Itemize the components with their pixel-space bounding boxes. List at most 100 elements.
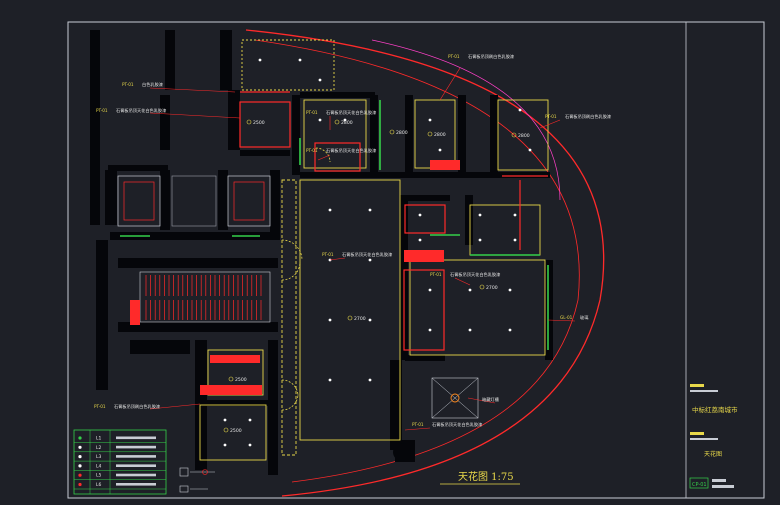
downlight: [248, 443, 252, 447]
downlight: [328, 318, 332, 322]
material-callout: PT-01 石膏板吊顶天花白色乳胶漆: [306, 147, 376, 154]
callout-text: 石膏板吊顶天花白色乳胶漆: [326, 109, 376, 116]
callout-text: 石膏板吊顶天花白色乳胶漆: [116, 107, 166, 114]
legend-symbol: [78, 436, 82, 440]
callout-leader: [404, 427, 431, 431]
downlight: [513, 238, 517, 242]
callout-tag: PT-01: [322, 252, 334, 257]
callout-leader: [149, 112, 241, 119]
legend-description-bar: [116, 464, 156, 467]
legend-code: L3: [96, 454, 102, 460]
legend-code: L5: [96, 473, 102, 479]
downlight: [328, 208, 332, 212]
legend-symbol: [78, 455, 82, 459]
callout-leaders: [149, 67, 576, 431]
callout-text: 石膏板吊顶天花白色乳胶漆: [326, 147, 376, 154]
legend-row: L2: [74, 445, 166, 453]
sheet-label: 天花图: [704, 450, 722, 458]
callout-tag: PT-01: [122, 82, 134, 87]
material-callout: 暗藏灯槽: [482, 396, 500, 403]
callout-leader: [454, 277, 471, 286]
drawing-title: 天花图 1:75: [458, 470, 514, 483]
callout-tag: PT-01: [448, 54, 460, 59]
downlight: [248, 418, 252, 422]
ceiling-height-marker: 2800: [389, 129, 408, 136]
downlight: [223, 418, 227, 422]
downlight: [318, 78, 322, 82]
downlight: [518, 108, 522, 112]
downlight: [318, 118, 322, 122]
downlight: [368, 208, 372, 212]
callout-text: 石膏板吊顶刷白色乳胶漆: [565, 113, 611, 120]
ceiling-height-marker: 2800: [427, 131, 446, 138]
downlight: [528, 148, 532, 152]
red-accent-lines: [239, 91, 548, 351]
ceiling-height-value: 2800: [518, 133, 530, 139]
hatched-strips: [130, 160, 460, 395]
callout-leader: [439, 67, 461, 101]
ceiling-height-value: 2500: [230, 428, 242, 434]
callout-leader: [467, 397, 496, 404]
ceiling-height-marker: 2500: [246, 119, 265, 126]
callout-tag: PT-01: [94, 404, 106, 409]
downlight: [418, 213, 422, 217]
legend-description-bar: [116, 455, 156, 458]
stair-treads: [145, 275, 262, 320]
legend-row: L1: [74, 436, 166, 443]
downlight: [368, 378, 372, 382]
callout-text: 石膏板吊顶天花白色乳胶漆: [432, 421, 482, 428]
stairwell: [139, 271, 271, 323]
curved-facade-outer: [245, 29, 605, 497]
legend-code: L1: [96, 436, 102, 442]
sheet-number: CP-01: [692, 482, 707, 488]
legend-row: L3: [74, 454, 166, 462]
legend-symbol: [78, 482, 82, 487]
column: [393, 443, 411, 461]
downlight: [328, 378, 332, 382]
green-partitions: [120, 100, 549, 350]
drawing-frame: [67, 21, 765, 499]
legend-code: L4: [96, 463, 102, 469]
callout-leader: [539, 119, 561, 129]
legend-code: L6: [96, 482, 102, 488]
downlight: [368, 318, 372, 322]
ceiling-height-value: 2800: [434, 132, 446, 138]
downlight: [438, 148, 442, 152]
ceiling-height-marker: 2700: [347, 315, 366, 322]
door-swings: [281, 147, 331, 411]
legend-symbol: [78, 464, 82, 468]
callout-tag: PT-01: [430, 272, 442, 277]
downlight: [418, 238, 422, 242]
callout-text: 石膏板吊顶天花白色乳胶漆: [342, 251, 392, 258]
material-callout: PT-01 石膏板吊顶刷白色乳胶漆: [545, 113, 611, 120]
ceiling-height-marker: 2500: [228, 376, 247, 383]
ceiling-height-value: 2500: [235, 377, 247, 383]
callout-leader: [149, 87, 236, 93]
downlight: [223, 443, 227, 447]
legend-code: L2: [96, 445, 102, 451]
callout-leader: [317, 154, 331, 161]
ceiling-ornament: [431, 377, 479, 419]
callout-tag: GL-01: [560, 315, 573, 320]
ceiling-height-value: 2800: [396, 130, 408, 136]
callout-text: 玻璃: [580, 314, 588, 321]
downlight: [368, 258, 372, 262]
callout-tag: PT-01: [306, 148, 318, 153]
downlight: [428, 288, 432, 292]
curved-facade-inner: [254, 39, 580, 483]
downlights: [223, 58, 532, 447]
downlight: [478, 238, 482, 242]
downlight: [428, 118, 432, 122]
material-callout: PT-01 石膏板吊顶天花白色乳胶漆: [322, 251, 392, 258]
ceiling-height-value: 2700: [486, 285, 498, 291]
project-name: 中标红荔南城市: [692, 405, 738, 414]
legend-description-bar: [116, 445, 156, 449]
callout-tag: PT-01: [545, 114, 557, 119]
